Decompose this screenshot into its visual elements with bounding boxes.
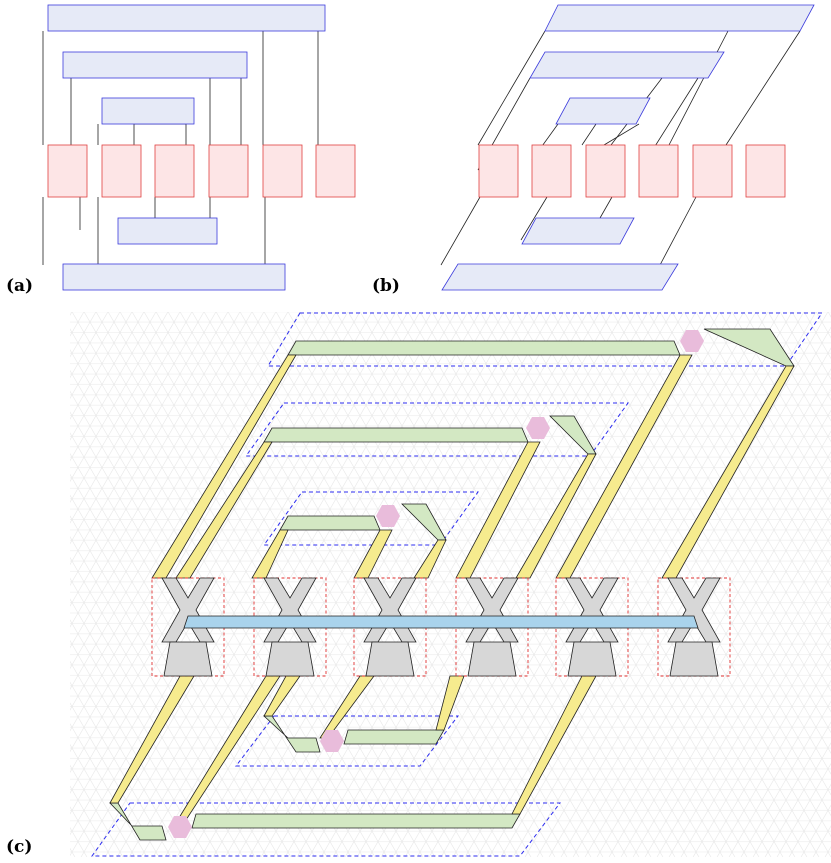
strip-lower-right: [344, 730, 444, 744]
cell: [102, 145, 141, 197]
cell: [639, 145, 678, 197]
cross-foot: [164, 642, 212, 676]
cell: [746, 145, 785, 197]
cell: [532, 145, 571, 197]
bar-bottom-slanted: [442, 264, 678, 290]
bar-second: [63, 52, 247, 78]
cross-foot: [568, 642, 616, 676]
triangular-grid: [70, 312, 831, 857]
bar-third: [102, 98, 194, 124]
cross-foot: [266, 642, 314, 676]
bar-top: [48, 5, 325, 31]
bar-bottom: [63, 264, 285, 290]
cross-foot: [468, 642, 516, 676]
bar-third-slanted: [556, 98, 650, 124]
bar-top-slanted: [545, 5, 814, 31]
cell: [693, 145, 732, 197]
cell: [316, 145, 355, 197]
panel-a-cells: [48, 145, 355, 197]
cross-foot: [670, 642, 718, 676]
panel-b-cells: [479, 145, 785, 197]
strip-top: [288, 341, 680, 355]
panel-c-label: (c): [6, 837, 32, 857]
panel-a-label: (a): [6, 276, 33, 296]
bar-lower-inner-slanted: [522, 218, 634, 244]
panel-c: (c): [6, 312, 831, 857]
strip-second: [264, 428, 528, 442]
cell: [479, 145, 518, 197]
bar-second-slanted: [530, 52, 724, 78]
cell: [586, 145, 625, 197]
strip-bottom: [192, 814, 520, 828]
cell: [48, 145, 87, 197]
cell: [155, 145, 194, 197]
cell: [263, 145, 302, 197]
panel-b: (b): [372, 5, 814, 296]
cross-foot: [366, 642, 414, 676]
bar-lower-inner: [118, 218, 217, 244]
blue-strip: [184, 616, 698, 628]
panel-a: (a): [6, 5, 355, 296]
panel-b-label: (b): [372, 276, 400, 296]
strip-third: [280, 516, 380, 530]
cell: [209, 145, 248, 197]
